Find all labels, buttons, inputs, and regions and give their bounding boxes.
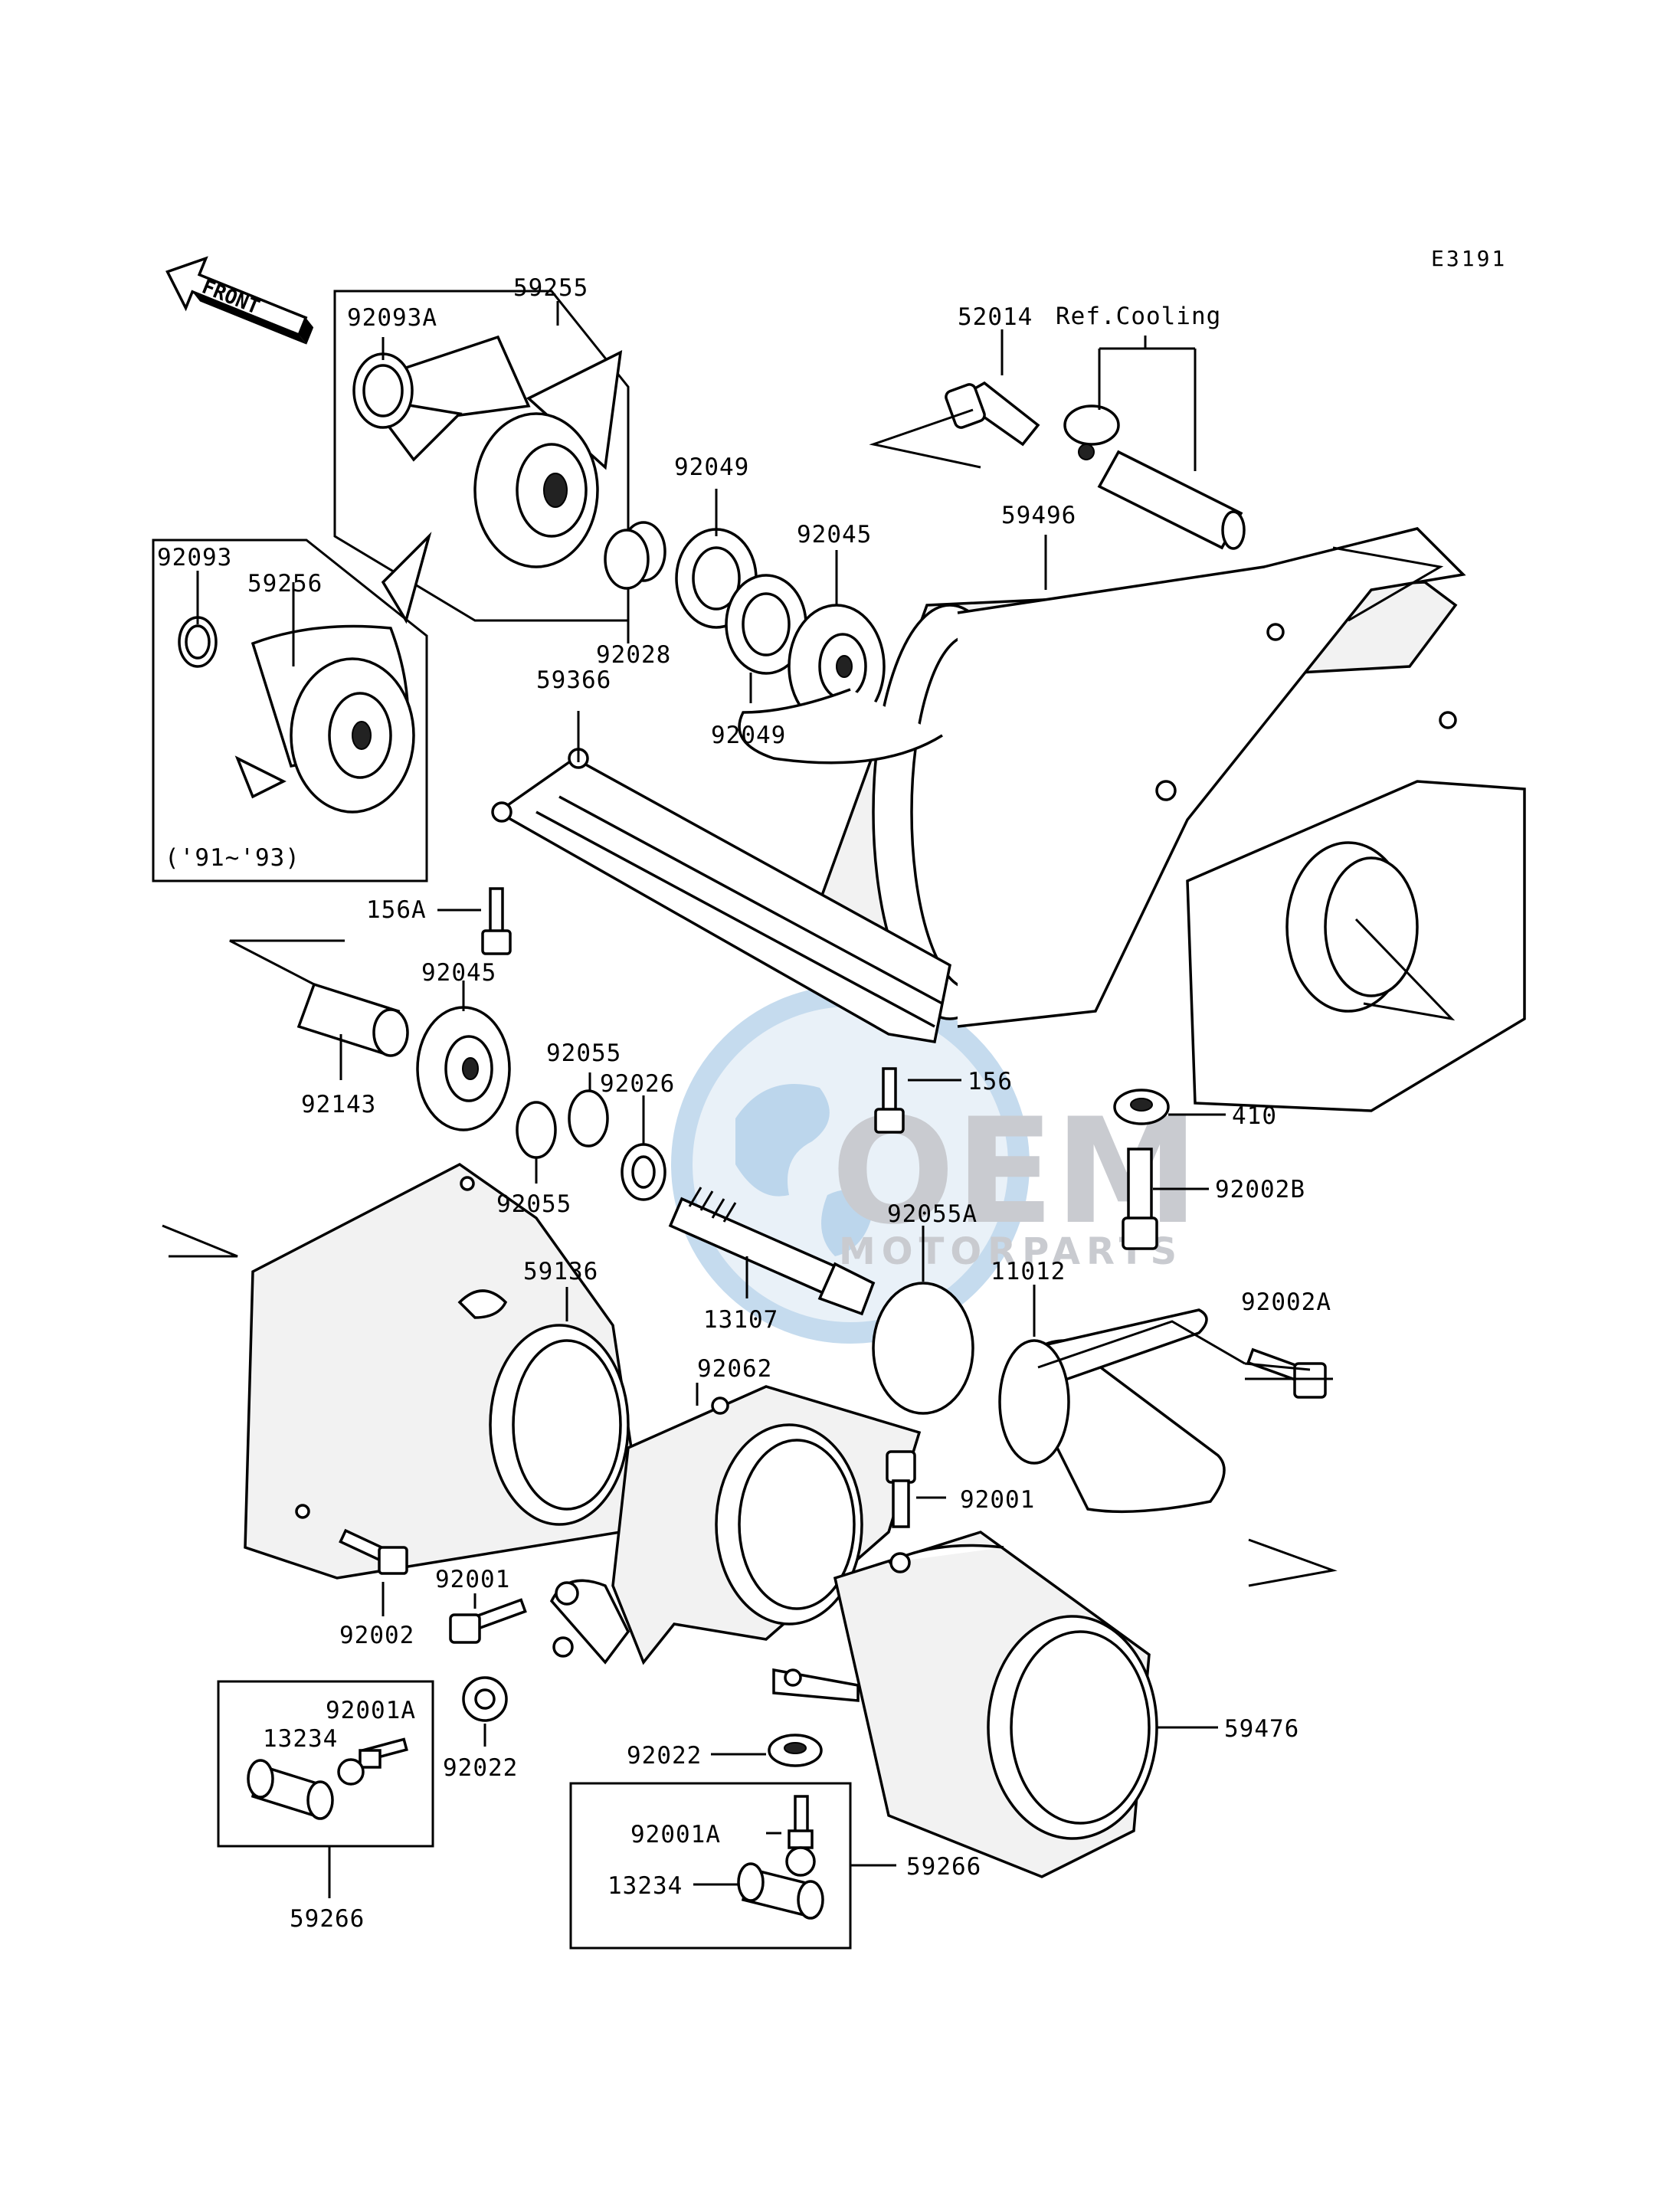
label-59496: 59496: [1001, 502, 1076, 529]
shaft-13107: [668, 1187, 876, 1316]
label-92045-b: 92045: [421, 959, 496, 987]
bolt-156: [874, 1067, 905, 1134]
bolt-92002: [339, 1528, 408, 1575]
label-59266-right: 59266: [906, 1853, 981, 1881]
washer-410: [1113, 1089, 1170, 1125]
label-92143: 92143: [301, 1091, 376, 1118]
label-92055-a: 92055: [546, 1040, 621, 1067]
seal-92093A: [352, 352, 414, 429]
label-92002A: 92002A: [1241, 1288, 1331, 1316]
label-52014: 52014: [958, 303, 1033, 331]
watermark-sub-text: MOTORPARTS: [839, 1230, 1183, 1273]
o-ring-92055-a: [568, 1089, 609, 1148]
label-ref-cooling: Ref.Cooling: [1056, 303, 1221, 330]
label-92001A-right: 92001A: [630, 1821, 721, 1848]
label-92001-a: 92001: [960, 1486, 1035, 1514]
washer-92022-b: [768, 1734, 823, 1767]
seal-92093: [178, 616, 218, 668]
label-92093: 92093: [157, 544, 232, 571]
ball-joint-13234-left: [247, 1759, 334, 1820]
bolt-156A: [481, 887, 512, 955]
label-92055-b: 92055: [496, 1190, 571, 1218]
cone-11012: [998, 1308, 1226, 1514]
impeller-box-59256: [152, 539, 428, 882]
label-13234-left: 13234: [263, 1725, 338, 1753]
year-note: ('91~'93): [165, 844, 300, 872]
impeller-59256: [234, 624, 415, 814]
label-59366: 59366: [536, 666, 611, 694]
bushing-92028: [604, 521, 666, 590]
o-ring-92055A: [872, 1282, 974, 1415]
bearing-92045-b: [416, 1006, 511, 1131]
label-13107: 13107: [703, 1306, 778, 1334]
label-92062: 92062: [697, 1355, 772, 1383]
reverse-bucket-59476: [772, 1531, 1158, 1878]
label-92055A: 92055A: [887, 1200, 978, 1228]
label-92045-a: 92045: [797, 521, 872, 548]
housing-59136: [244, 1162, 637, 1580]
label-59136: 59136: [523, 1258, 598, 1285]
ball-stud-92001A-right: [785, 1795, 816, 1877]
label-59256: 59256: [247, 570, 323, 598]
ball-joint-13234-right: [737, 1862, 824, 1920]
pump-case-59496: [738, 527, 1526, 1112]
watermark-continents: [735, 1084, 873, 1256]
pad-59366: [491, 748, 951, 1044]
part-labels: 59255 92093A 52014 Ref.Cooling 92049 920…: [157, 274, 1331, 1933]
label-92001-b: 92001: [435, 1566, 510, 1593]
collar-92026: [621, 1143, 666, 1201]
o-ring-92055-b: [516, 1101, 557, 1159]
sleeve-92143: [296, 982, 409, 1057]
label-92049-a: 92049: [674, 453, 749, 481]
label-13234-right: 13234: [607, 1872, 683, 1900]
label-92028: 92028: [596, 641, 671, 669]
hose-clamp: [1063, 404, 1120, 460]
label-11012: 11012: [991, 1258, 1066, 1285]
label-410: 410: [1232, 1102, 1277, 1130]
label-92022-b: 92022: [627, 1742, 702, 1770]
elbow-fitting-52014: [945, 381, 1040, 447]
watermark: OEM MOTORPARTS: [671, 985, 1199, 1344]
label-92049-b: 92049: [711, 722, 786, 749]
bolt-92001-a: [886, 1450, 916, 1528]
seal-92049-b: [725, 574, 807, 675]
bolt-92002B: [1122, 1148, 1158, 1250]
bolt-92001-b: [449, 1598, 527, 1644]
label-92093A: 92093A: [347, 304, 437, 332]
label-59476: 59476: [1224, 1715, 1299, 1743]
label-59266-left: 59266: [290, 1905, 365, 1933]
label-92002: 92002: [339, 1622, 414, 1649]
diagram-code: E3191: [1431, 246, 1507, 271]
label-92022-a: 92022: [443, 1754, 518, 1782]
label-92001A-left: 92001A: [326, 1697, 416, 1724]
cooling-hose: [1097, 450, 1246, 550]
bolt-92002A: [1246, 1347, 1327, 1399]
leader-lines: [162, 301, 1456, 1898]
label-59255: 59255: [513, 274, 588, 302]
front-arrow: FRONT: [165, 256, 314, 345]
steering-nozzle-92062: [549, 1385, 922, 1665]
label-156: 156: [968, 1068, 1013, 1095]
label-156A: 156A: [366, 896, 427, 924]
washer-92022-a: [462, 1676, 508, 1722]
kit-box-59266-left: [217, 1680, 434, 1848]
label-92026: 92026: [600, 1070, 675, 1098]
ball-stud-92001A-left: [337, 1737, 408, 1786]
impeller-59255: [364, 335, 623, 624]
label-92002B: 92002B: [1215, 1176, 1305, 1203]
